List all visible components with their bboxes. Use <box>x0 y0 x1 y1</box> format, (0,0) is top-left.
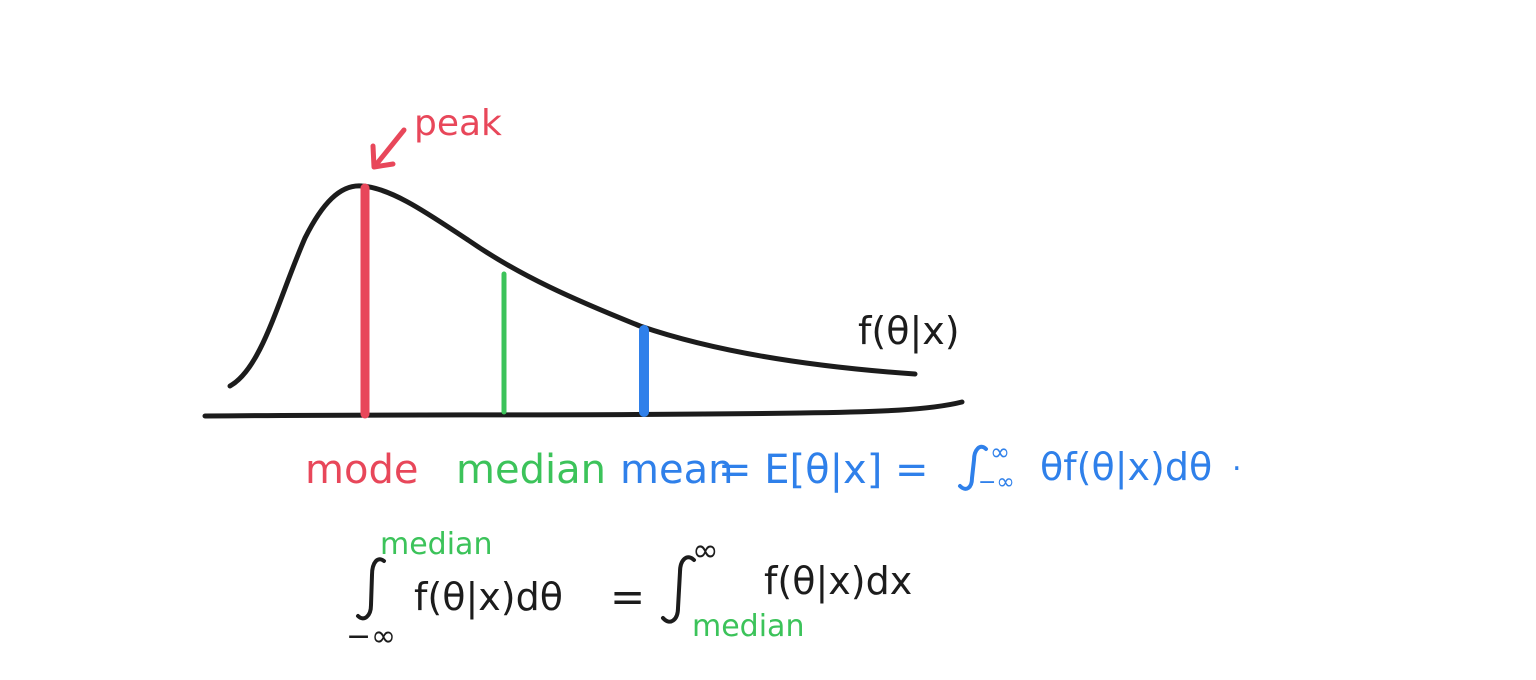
right-integral-lower-limit: median <box>692 609 805 644</box>
peak-arrow-icon <box>370 127 407 170</box>
mode-label: mode <box>305 447 419 493</box>
mean-integrand: θf(θ|x)dθ <box>1040 445 1213 489</box>
right-integrand: f(θ|x)dx <box>764 559 913 603</box>
left-integral-upper-limit: median <box>380 527 493 562</box>
posterior-density-curve <box>227 183 918 389</box>
left-integral-lower-limit: −∞ <box>346 619 397 654</box>
mean-formula: = E[θ|x] = <box>718 447 929 493</box>
mean-integral-upper: ∞ <box>990 438 1010 466</box>
mean-integral-lower: −∞ <box>978 470 1015 495</box>
median-label: median <box>456 447 606 493</box>
left-integrand: f(θ|x)dθ <box>414 575 563 619</box>
peak-label: peak <box>414 103 502 144</box>
mean-label: mean <box>620 447 734 493</box>
curve-label: f(θ|x) <box>858 309 960 353</box>
left-integral-sign <box>356 557 386 621</box>
x-axis-line <box>202 399 965 419</box>
right-integral-sign <box>661 555 696 624</box>
equals-sign: = <box>610 572 646 621</box>
mean-integral-sign <box>958 444 988 491</box>
right-integral-upper-limit: ∞ <box>692 531 719 569</box>
mean-period: . <box>1232 443 1242 478</box>
